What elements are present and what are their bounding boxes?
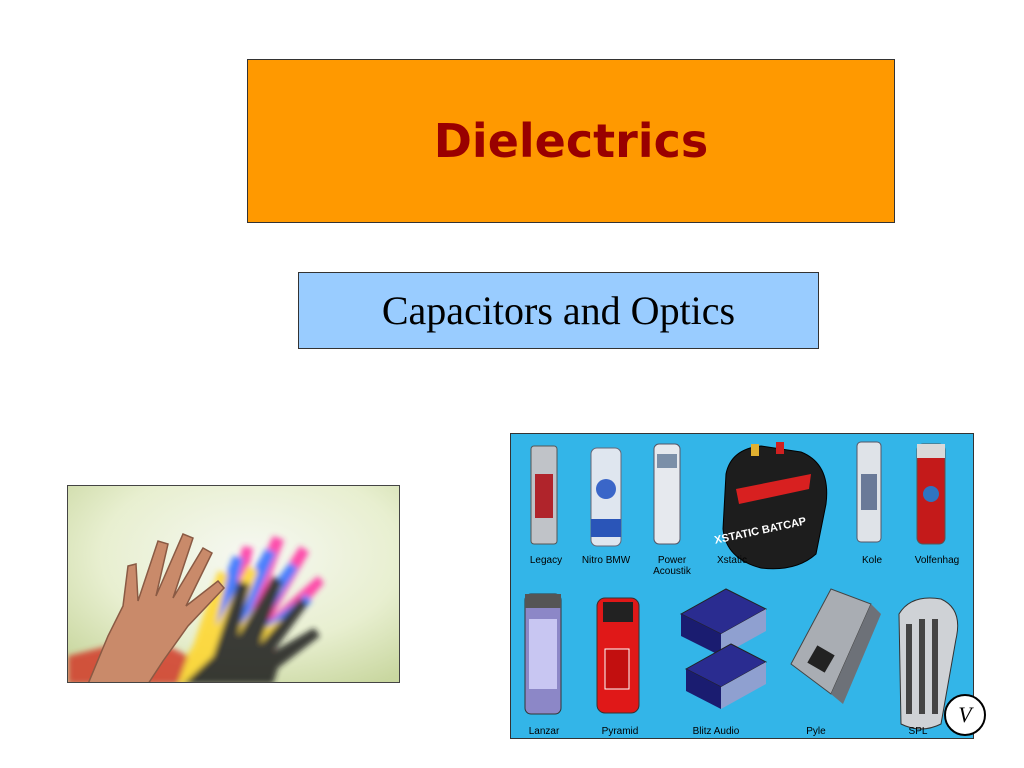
label-blitz-audio: Blitz Audio <box>692 726 740 737</box>
nitro-bmw-capacitor-icon <box>590 447 622 547</box>
pyle-capacitor-icon <box>790 588 881 704</box>
hand-shadow-photo <box>67 485 400 683</box>
capacitor-products-art: XSTATIC BATCAP <box>524 441 959 730</box>
slide-subtitle: Capacitors and Optics <box>381 288 736 333</box>
logo-icon: V <box>944 694 986 736</box>
pyramid-capacitor-icon <box>596 597 640 714</box>
label-legacy: Legacy <box>529 555 563 566</box>
kole-capacitor-icon <box>856 441 882 543</box>
power-acoustik-capacitor-icon <box>653 443 681 545</box>
label-power-acoustik: Power Acoustik <box>653 555 691 577</box>
capacitor-catalog: XSTATIC BATCAP Legacy Nitro BMW Power Ac… <box>510 433 974 739</box>
blitz-audio-capacitor-icon <box>679 588 768 709</box>
spl-capacitor-icon <box>898 597 959 730</box>
label-volfenhag: Volfenhag <box>914 555 960 566</box>
logo-mark: V <box>958 702 972 727</box>
label-xstatic: Xstatic <box>716 555 747 566</box>
label-kole: Kole <box>861 555 882 566</box>
label-pyramid: Pyramid <box>601 726 639 737</box>
xstatic-batcap-icon <box>722 442 828 570</box>
label-nitro-bmw: Nitro BMW <box>581 555 631 566</box>
legacy-capacitor-icon <box>530 445 558 545</box>
title-box: Dielectrics <box>247 59 895 223</box>
hand-shadow-image <box>68 486 399 682</box>
lanzar-capacitor-icon <box>524 593 562 715</box>
slide-title: Dielectrics <box>433 114 709 168</box>
label-lanzar: Lanzar <box>528 726 560 737</box>
subtitle-box: Capacitors and Optics <box>298 272 819 349</box>
label-pyle: Pyle <box>806 726 826 737</box>
label-spl: SPL <box>908 726 928 737</box>
volfenhag-capacitor-icon <box>916 443 946 545</box>
